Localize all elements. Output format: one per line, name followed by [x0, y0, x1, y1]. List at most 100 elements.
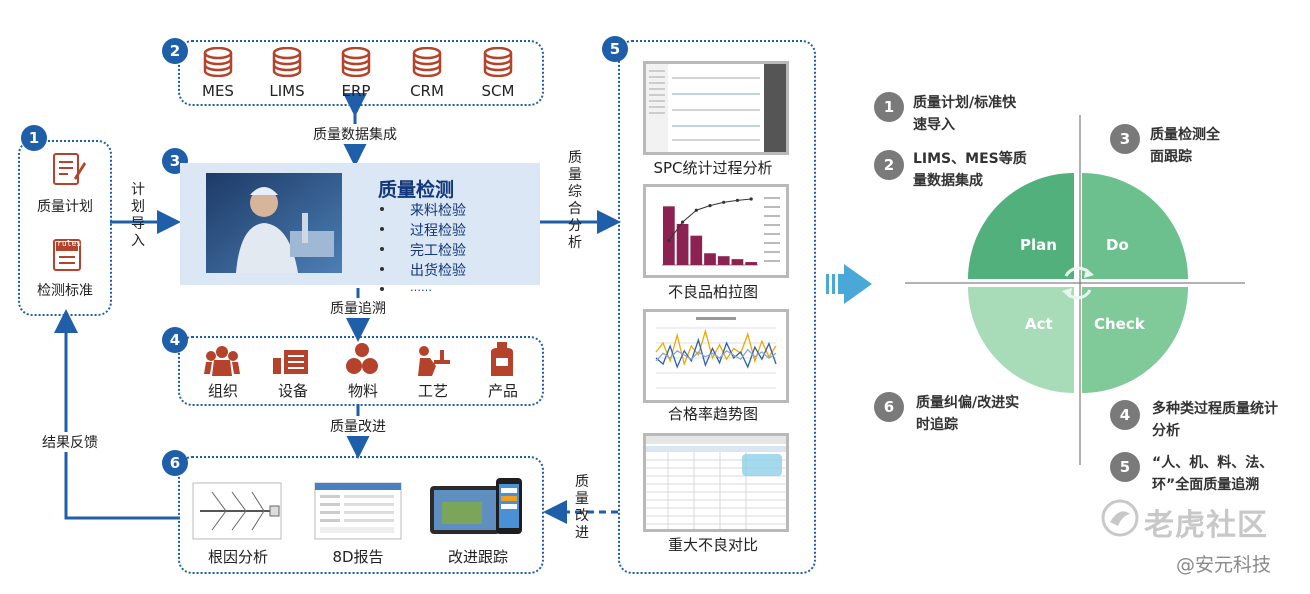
tiger-logo-icon — [1101, 499, 1139, 537]
standard-label: 检测标准 — [37, 283, 93, 299]
pareto-bar — [663, 206, 675, 265]
pareto-chart — [662, 197, 780, 266]
step-2-badge: 2 — [874, 150, 904, 180]
improve-label: 质量改进 — [318, 416, 398, 436]
spc-caption: SPC统计过程分析 — [653, 159, 773, 177]
inspector-photo — [206, 173, 342, 273]
plan-label: 质量计划 — [37, 199, 93, 215]
systems-box — [178, 40, 544, 106]
trend-thumbnail — [643, 309, 789, 403]
pdca-cycle — [905, 115, 1245, 465]
check-quadrant — [1082, 287, 1188, 393]
plan-label: Plan — [1020, 236, 1057, 254]
do-label: Do — [1106, 236, 1129, 254]
system-label-lims: LIMS — [269, 82, 305, 100]
pareto-bar — [704, 253, 716, 265]
database-icon — [483, 47, 513, 77]
pareto-bar — [731, 259, 744, 265]
rules-document-icon — [53, 239, 81, 271]
pareto-tick — [764, 197, 780, 199]
pareto-point — [722, 200, 726, 204]
badge-6: 6 — [162, 450, 188, 476]
check-label: Check — [1094, 315, 1145, 333]
pareto-point — [749, 197, 753, 201]
factor-label: 产品 — [487, 382, 518, 400]
step-4-badge: 4 — [1110, 400, 1140, 430]
badge-1: 1 — [21, 125, 47, 151]
badge-5: 5 — [602, 36, 628, 62]
pareto-point — [667, 238, 671, 243]
database-icon — [341, 47, 371, 77]
bullet — [380, 247, 384, 251]
material-icon — [346, 343, 378, 374]
inspection-item: 完工检验 — [410, 243, 466, 259]
product-icon — [491, 342, 513, 376]
pareto-tick — [764, 224, 780, 226]
comparison-table — [646, 436, 786, 529]
step-4-text: 多种类过程质量统计分析 — [1152, 401, 1278, 439]
step-3-text: 质量检测全面跟踪 — [1150, 127, 1220, 165]
pareto-bar — [690, 235, 703, 265]
factor-label: 组织 — [207, 382, 238, 400]
step-1-text: 质量计划/标准快速导入 — [913, 95, 1017, 133]
system-label-erp: ERP — [341, 82, 371, 100]
step-2-text: LIMS、MES等质量数据集成 — [913, 151, 1027, 189]
improvement-label: 根因分析 — [207, 548, 268, 566]
8d-report-thumbnail — [314, 482, 402, 540]
pareto-bar — [676, 223, 689, 265]
bullet — [380, 207, 384, 211]
inspection-item: 来料检验 — [410, 203, 466, 219]
plan-import-label: 计划导入 — [131, 182, 145, 249]
inspection-item: …… — [410, 281, 432, 294]
organization-icon — [204, 346, 240, 376]
spc-chart — [646, 64, 786, 152]
pareto-caption: 不良品柏拉图 — [667, 283, 758, 301]
database-icon — [412, 47, 442, 77]
plan-standard-box — [18, 140, 112, 316]
step-5-text: “人、机、料、法、环”全面质量追溯 — [1152, 455, 1274, 493]
badge-4: 4 — [162, 327, 188, 353]
plan-quadrant — [968, 173, 1074, 279]
pareto-point — [694, 208, 698, 212]
watermark-credit: @安元科技 — [1176, 554, 1272, 576]
process-icon — [418, 346, 450, 376]
step-3-badge: 3 — [1110, 124, 1140, 154]
pareto-bar — [745, 262, 757, 265]
system-label-scm: SCM — [481, 82, 515, 100]
trend-chart — [655, 317, 777, 389]
trend-caption: 合格率趋势图 — [667, 405, 758, 423]
act-quadrant — [968, 287, 1074, 393]
pareto-tick — [764, 251, 780, 253]
big-arrow-icon — [826, 264, 872, 304]
factors-box — [178, 336, 544, 406]
feedback-label: 结果反馈 — [30, 432, 110, 452]
inspection-title: 质量检测 — [378, 179, 455, 201]
inspection-item: 出货检验 — [410, 263, 466, 279]
comparison-caption: 重大不良对比 — [667, 536, 758, 554]
pareto-tick — [764, 233, 780, 235]
fishbone-thumbnail — [192, 482, 282, 540]
step-6-badge: 6 — [874, 392, 904, 422]
badge-2: 2 — [162, 38, 188, 64]
analysis-box — [618, 40, 816, 574]
factor-label: 设备 — [277, 382, 308, 400]
database-icon — [203, 47, 233, 77]
improve-vertical-label: 质量改进 — [575, 474, 589, 541]
act-label: Act — [1025, 315, 1053, 333]
pareto-tick — [764, 242, 780, 244]
plan-document-icon — [53, 153, 86, 185]
pareto-thumbnail — [643, 184, 789, 278]
pareto-point — [680, 220, 685, 224]
equipment-icon — [273, 350, 308, 374]
factor-label: 工艺 — [417, 382, 448, 400]
trend-series-line — [655, 348, 777, 362]
trend-title-mark — [696, 317, 736, 320]
bullet — [380, 267, 384, 271]
bullet — [380, 227, 384, 231]
bullet — [380, 287, 384, 291]
improvement-label: 8D报告 — [332, 548, 384, 566]
feedback-arrow — [54, 309, 180, 520]
do-quadrant — [1082, 173, 1188, 279]
step-1-badge: 1 — [874, 92, 904, 122]
